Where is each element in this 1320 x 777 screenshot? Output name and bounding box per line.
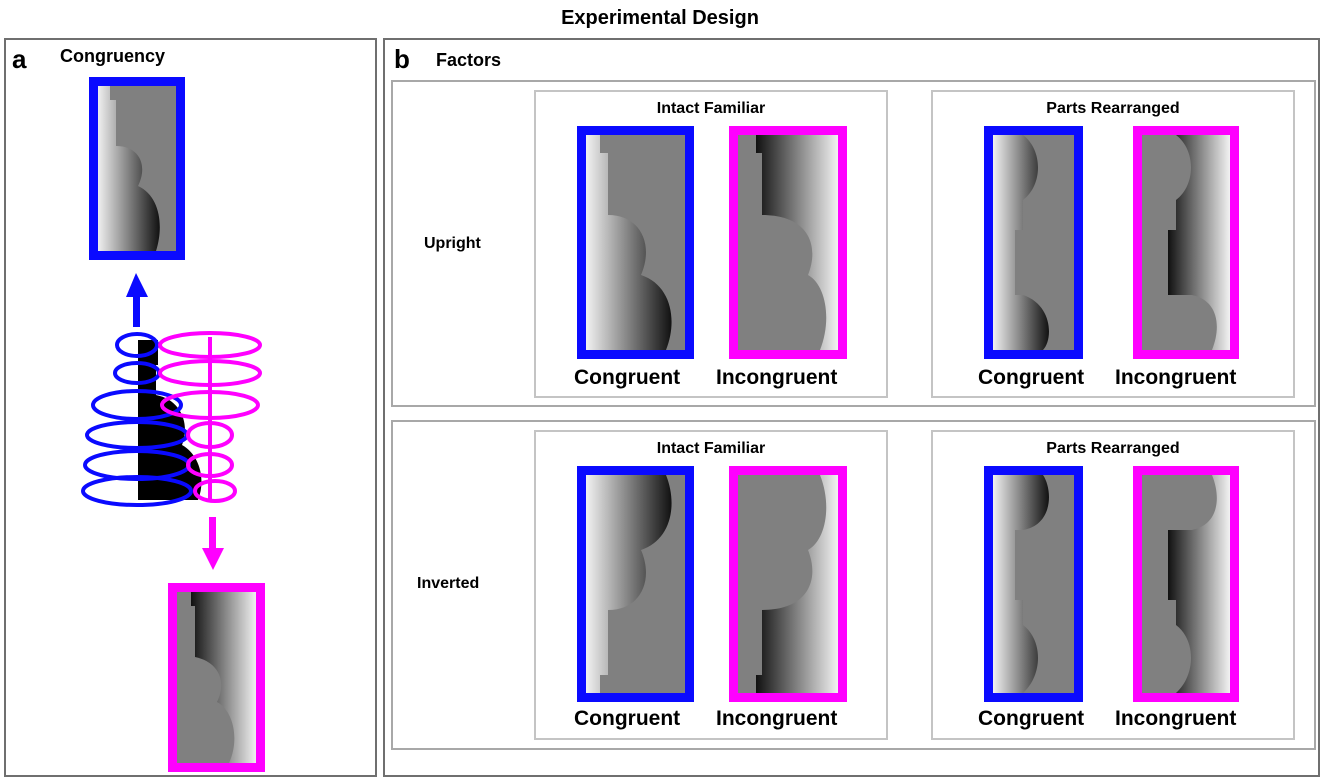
panel-b bbox=[383, 38, 1320, 777]
group-inverted-rearranged: Parts Rearranged bbox=[931, 430, 1295, 740]
up-arrow-icon bbox=[126, 273, 148, 327]
down-arrow-icon bbox=[202, 517, 224, 570]
stimulus-upright-rearranged-congruent bbox=[984, 126, 1083, 359]
group-label: Intact Familiar bbox=[656, 440, 766, 457]
label-congruent: Congruent bbox=[978, 366, 1085, 389]
panel-b-title: Factors bbox=[436, 50, 502, 70]
stimulus-inverted-rearranged-congruent bbox=[984, 466, 1083, 702]
panel-a bbox=[4, 38, 377, 777]
group-inverted-intact: Intact Familiar bbox=[534, 430, 888, 740]
label-incongruent: Incongruent bbox=[716, 707, 838, 730]
stimulus-inverted-intact-incongruent bbox=[729, 466, 847, 702]
incongruent-example-stimulus bbox=[168, 583, 265, 772]
label-congruent: Congruent bbox=[574, 366, 681, 389]
label-incongruent: Incongruent bbox=[716, 366, 838, 389]
group-upright-intact: Intact Familiar bbox=[534, 90, 888, 398]
group-upright-rearranged: Parts Rearranged bbox=[931, 90, 1295, 398]
row-upright bbox=[391, 80, 1316, 407]
label-incongruent: Incongruent bbox=[1115, 366, 1237, 389]
group-label: Parts Rearranged bbox=[1046, 100, 1180, 117]
stimulus-inverted-intact-congruent bbox=[577, 466, 694, 702]
stimulus-upright-intact-incongruent bbox=[729, 126, 847, 359]
label-incongruent: Incongruent bbox=[1115, 707, 1237, 730]
stimulus-upright-rearranged-incongruent bbox=[1133, 126, 1239, 359]
row-label-upright: Upright bbox=[424, 235, 481, 252]
panel-a-letter: a bbox=[12, 44, 27, 74]
group-label: Parts Rearranged bbox=[1046, 440, 1180, 457]
figure-title: Experimental Design bbox=[561, 7, 759, 29]
row-label-inverted: Inverted bbox=[417, 575, 480, 592]
congruent-example-stimulus bbox=[89, 77, 185, 260]
label-congruent: Congruent bbox=[978, 707, 1085, 730]
stimulus-upright-intact-congruent bbox=[577, 126, 694, 359]
group-label: Intact Familiar bbox=[656, 100, 766, 117]
panel-a-title: Congruency bbox=[60, 46, 166, 66]
label-congruent: Congruent bbox=[574, 707, 681, 730]
panel-b-letter: b bbox=[394, 44, 410, 74]
row-inverted bbox=[391, 420, 1316, 750]
congruency-illustration bbox=[81, 273, 262, 570]
stimulus-inverted-rearranged-incongruent bbox=[1133, 466, 1239, 702]
